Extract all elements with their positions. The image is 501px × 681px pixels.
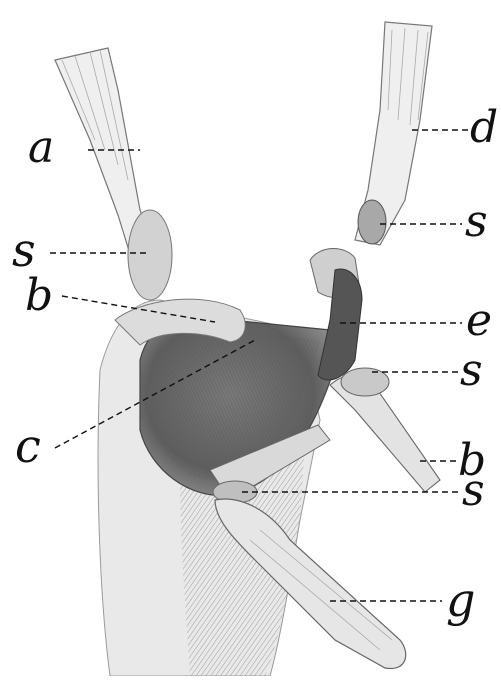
label-g: g: [446, 573, 475, 627]
label-s-lower: s: [462, 465, 485, 516]
right-joint-swelling: [358, 200, 386, 244]
label-d: d: [470, 102, 498, 153]
label-s-mid-right: s: [460, 345, 483, 396]
label-c: c: [15, 419, 41, 473]
label-a: a: [28, 122, 54, 173]
label-s-upper-left: s: [12, 223, 36, 277]
right-mid-joint: [341, 368, 389, 396]
left-joint-swelling: [128, 210, 172, 300]
right-projecting-rod: [330, 375, 440, 492]
label-b-left: b: [25, 270, 53, 321]
label-s-upper-right: s: [465, 196, 488, 247]
label-e: e: [466, 295, 492, 346]
